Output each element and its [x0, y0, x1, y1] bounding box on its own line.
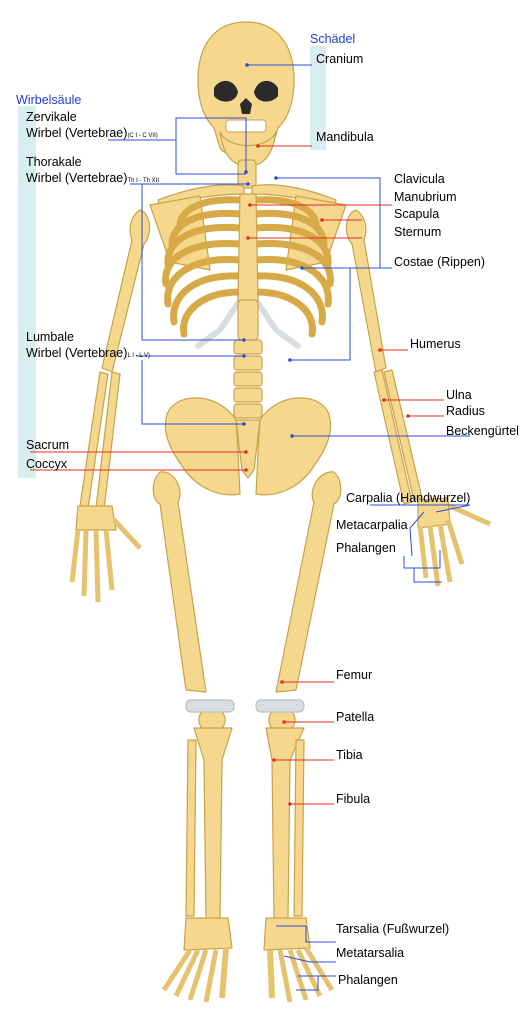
pointer-metatarsalia — [283, 955, 336, 963]
label-lumbale-2-text: Wirbel (Vertebrae) — [26, 346, 128, 360]
group-wirbelsaeule: Wirbelsäule — [16, 93, 82, 107]
label-lumbale-1: Lumbale — [26, 330, 74, 344]
label-scapula: Scapula — [394, 207, 440, 221]
label-metatarsalia: Metatarsalia — [336, 946, 405, 960]
pointer-metacarpalia — [409, 511, 425, 557]
label-mandibula: Mandibula — [316, 130, 374, 144]
sacrum — [235, 419, 261, 479]
pointer-zervikale — [108, 117, 247, 172]
pointer-lumbale-box — [141, 360, 244, 425]
label-tarsalia: Tarsalia (Fußwurzel) — [336, 922, 450, 936]
forearm-right-ulna — [383, 369, 423, 501]
sternum — [237, 193, 259, 317]
label-humerus: Humerus — [410, 337, 461, 351]
femur-left — [152, 471, 207, 693]
wirbelsaeule-band — [18, 106, 36, 478]
foot-left — [161, 917, 233, 1003]
label-carpalia: Carpalia (Handwurzel) — [346, 491, 471, 505]
label-zervikale-2-text: Wirbel (Vertebrae) — [26, 126, 128, 140]
label-manubrium: Manubrium — [394, 190, 457, 204]
label-zervikale-sub: (C I - C VII) — [127, 133, 158, 139]
label-tibia: Tibia — [336, 748, 363, 762]
label-radius: Radius — [446, 404, 485, 418]
pointer-thorakale — [130, 140, 248, 185]
label-thorakale-2-text: Wirbel (Vertebrae) — [26, 171, 128, 185]
label-phalangen-hand: Phalangen — [336, 541, 396, 555]
fibula-left — [185, 739, 197, 917]
label-coccyx: Coccyx — [26, 457, 67, 471]
label-sternum: Sternum — [394, 225, 442, 239]
label-cranium: Cranium — [316, 52, 364, 66]
label-femur: Femur — [336, 668, 373, 682]
hand-left — [69, 505, 142, 603]
label-clavicula: Clavicula — [394, 172, 445, 186]
label-costae: Costae (Rippen) — [394, 255, 486, 269]
rib-cage — [162, 196, 334, 338]
schaedel-band — [310, 46, 326, 150]
label-zervikale-2: Wirbel (Vertebrae)(C I - C VII) — [26, 126, 158, 143]
label-phalangen-fuss: Phalangen — [338, 973, 398, 987]
foot-right — [263, 917, 335, 1003]
tibia-left — [193, 727, 233, 921]
femur-right — [275, 471, 342, 693]
hand-right — [417, 497, 492, 587]
label-zervikale-1: Zervikale — [26, 110, 77, 124]
mandible — [219, 131, 277, 167]
label-thorakale-1: Thorakale — [26, 155, 82, 169]
label-beckenguertel: Beckengürtel — [446, 424, 519, 438]
fibula-right — [293, 739, 305, 917]
pointer-thorakale-box — [141, 184, 244, 341]
humerus-left — [101, 209, 151, 373]
pelvis-right — [255, 397, 332, 496]
pointer-tarsalia — [276, 925, 336, 943]
label-thorakale-sub: Th I - Th XII — [127, 178, 160, 184]
label-patella: Patella — [336, 710, 375, 724]
lumbar-vertebrae — [233, 339, 263, 419]
pointer-phalangen-fuss — [296, 975, 336, 991]
pointer-carpalia — [370, 504, 471, 513]
label-lumbale-2: Wirbel (Vertebrae)L I - L V) — [26, 346, 150, 363]
thoracic-vertebrae — [237, 299, 259, 341]
label-ulna: Ulna — [446, 388, 472, 402]
forearm-right-radius — [373, 369, 413, 505]
group-schaedel: Schädel — [310, 32, 356, 46]
label-fibula: Fibula — [336, 792, 371, 806]
label-metacarpalia: Metacarpalia — [336, 518, 408, 532]
pelvis-left — [164, 397, 241, 496]
label-lumbale-sub: L I - L V) — [127, 353, 150, 359]
label-sacrum: Sacrum — [26, 438, 70, 452]
label-thorakale-2: Wirbel (Vertebrae)Th I - Th XII — [26, 171, 159, 188]
pointer-phalangen-hand — [403, 550, 442, 583]
